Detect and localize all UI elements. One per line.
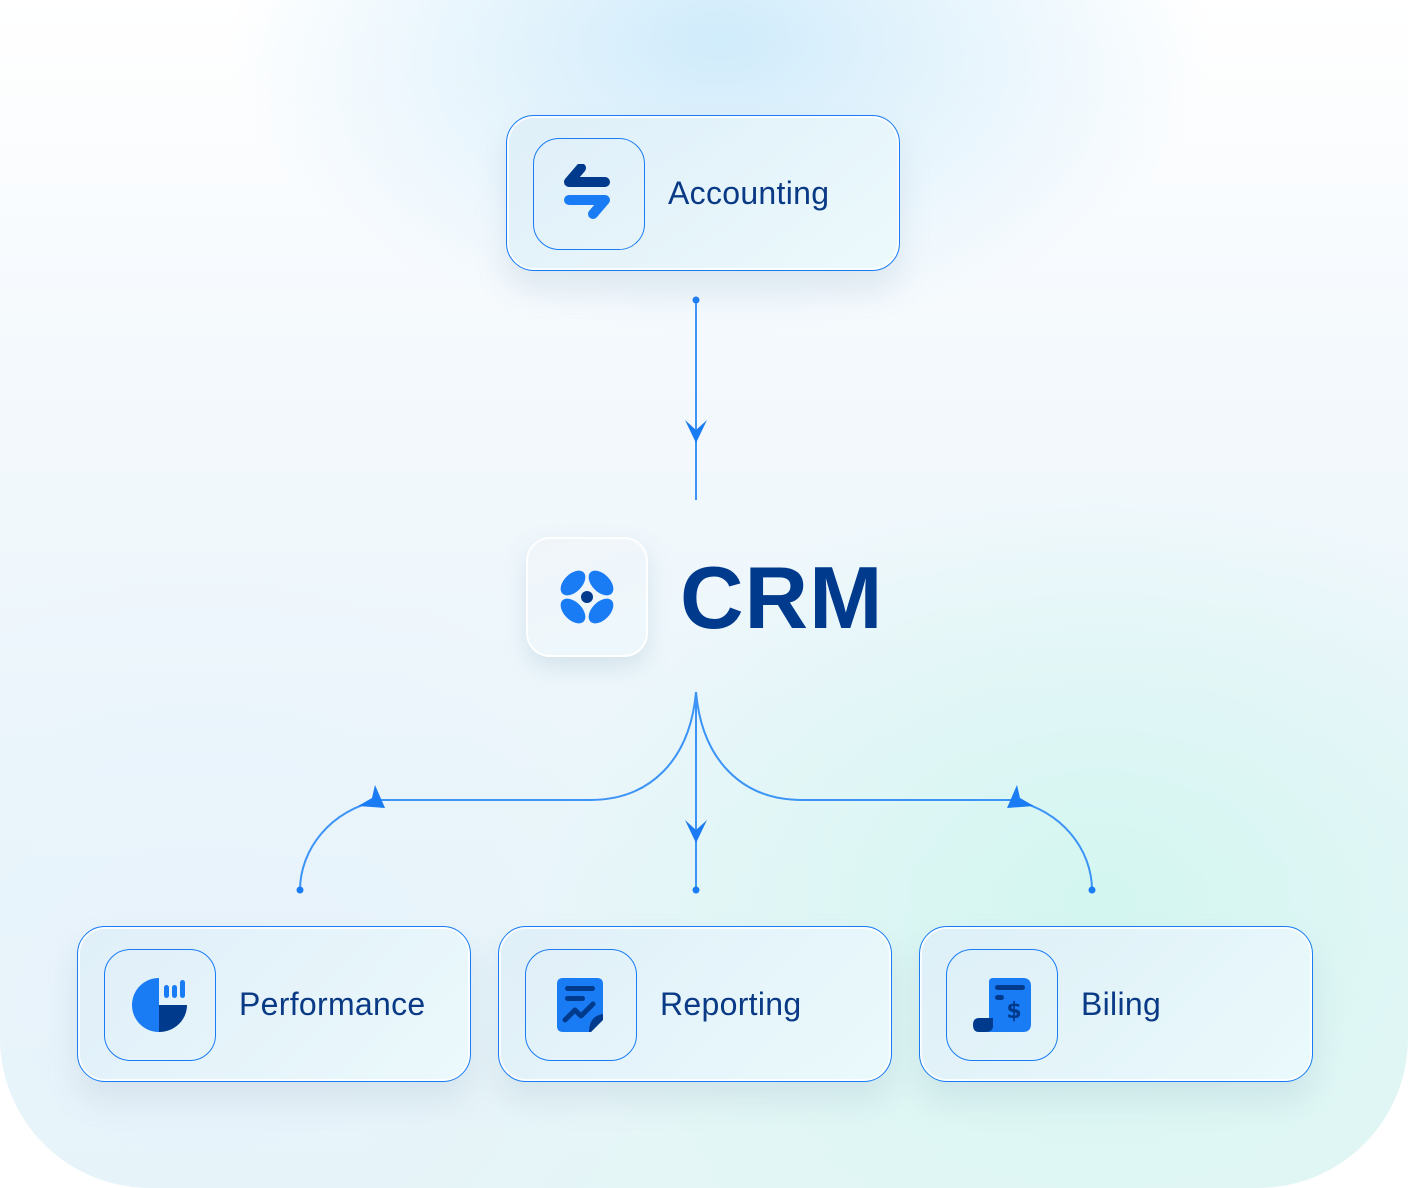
icon-box [525, 949, 637, 1061]
arrowhead [358, 785, 385, 808]
arrowhead [685, 820, 707, 843]
edge-dot [692, 296, 700, 304]
node-reporting[interactable]: Reporting [498, 926, 892, 1082]
edge-dot [1088, 886, 1096, 894]
crm-logo-icon [560, 570, 614, 624]
arrowhead [1007, 785, 1034, 808]
arrowhead [685, 420, 707, 443]
svg-text:$: $ [1006, 999, 1021, 1024]
crm-title: CRM [680, 548, 884, 647]
icon-box: $ [946, 949, 1058, 1061]
node-accounting[interactable]: Accounting [506, 115, 900, 271]
edge-dot [692, 886, 700, 894]
node-label: Biling [1081, 985, 1162, 1022]
report-document-icon [557, 978, 603, 1032]
edge-dot [296, 886, 304, 894]
icon-box [104, 949, 216, 1061]
pie-chart-icon [132, 978, 187, 1032]
node-label: Reporting [660, 985, 802, 1022]
billing-receipt-icon: $ [973, 978, 1031, 1032]
edge-crm-performance [299, 691, 697, 891]
icon-box [533, 138, 645, 250]
node-performance[interactable]: Performance [77, 926, 471, 1082]
node-label: Accounting [668, 174, 830, 211]
node-billing[interactable]: $ Biling [919, 926, 1313, 1082]
edge-crm-billing [695, 691, 1093, 891]
transfer-arrows-icon [564, 164, 610, 219]
crm-logo-tile[interactable] [526, 537, 648, 657]
node-label: Performance [239, 985, 426, 1022]
